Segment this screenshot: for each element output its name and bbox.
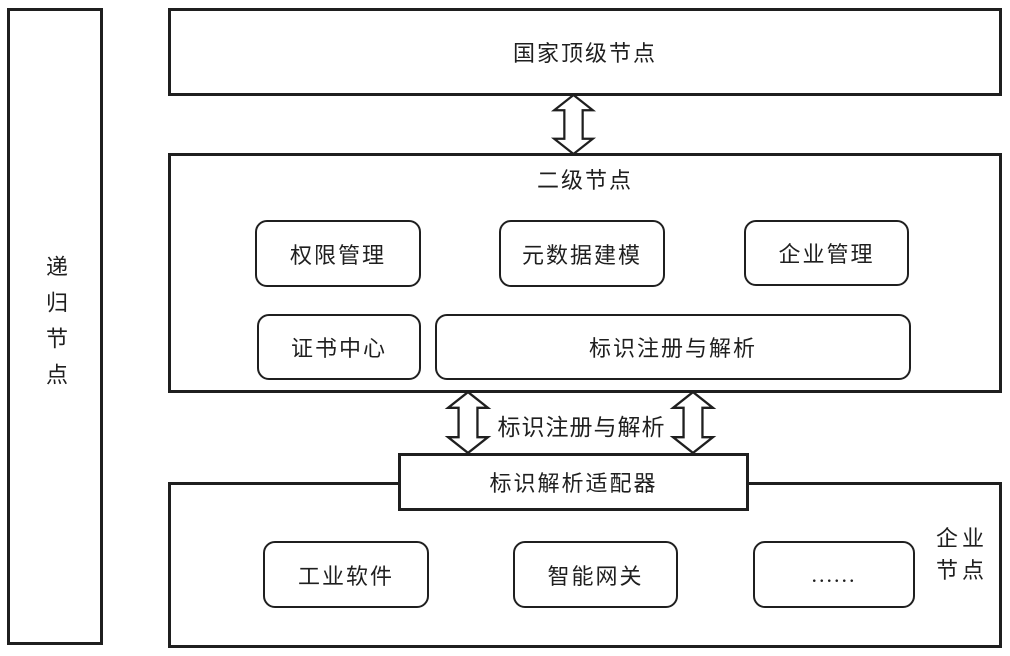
module-label: 标识注册与解析 — [588, 336, 757, 361]
module-label: 工业软件 — [297, 563, 394, 589]
identifier-resolution-adapter-box: 标识解析适配器 — [398, 453, 749, 511]
module-label: 证书中心 — [290, 336, 387, 361]
module-smart-gateway: 智能网关 — [513, 541, 678, 608]
module-label: 元数据建模 — [521, 242, 642, 268]
module-ellipsis: ...... — [753, 541, 915, 608]
national-top-node-box: 国家顶级节点 — [168, 8, 1002, 96]
enterprise-node-label: 企业节点 — [936, 526, 989, 583]
module-label: ...... — [811, 561, 857, 587]
module-permission-management: 权限管理 — [255, 220, 421, 287]
module-industrial-software: 工业软件 — [263, 541, 429, 608]
module-metadata-modeling: 元数据建模 — [499, 220, 665, 287]
national-top-node-label: 国家顶级节点 — [512, 41, 657, 66]
double-arrow-top-icon — [550, 94, 597, 155]
adapter-label: 标识解析适配器 — [489, 471, 658, 496]
recursive-node-label: 递归节点 — [43, 254, 68, 399]
module-enterprise-management: 企业管理 — [744, 220, 909, 286]
double-arrow-left-icon — [444, 391, 492, 454]
second-level-node-label: 二级节点 — [536, 168, 633, 193]
second-level-node-box: 二级节点 权限管理 元数据建模 企业管理 证书中心 标识注册与解析 — [168, 153, 1002, 393]
module-label: 企业管理 — [778, 242, 875, 267]
module-label: 智能网关 — [547, 563, 644, 589]
double-arrow-right-icon — [669, 391, 717, 454]
module-identifier-registration-resolution: 标识注册与解析 — [435, 314, 911, 380]
recursive-node-box: 递归节点 — [7, 8, 103, 645]
module-label: 权限管理 — [289, 242, 386, 268]
module-certificate-center: 证书中心 — [257, 314, 421, 380]
link-label-identifier-registration-resolution: 标识注册与解析 — [497, 415, 666, 440]
